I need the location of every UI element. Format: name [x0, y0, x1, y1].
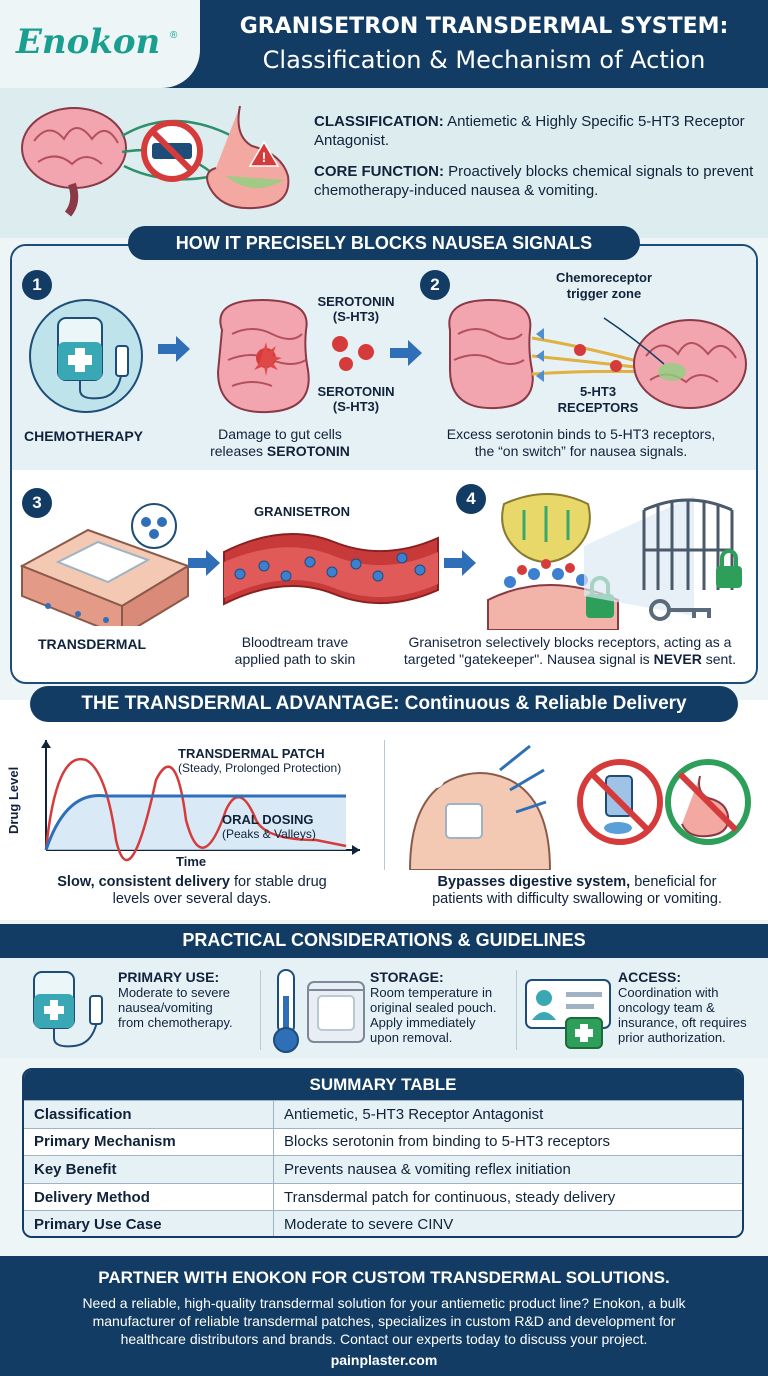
core-function-text: CORE FUNCTION: Proactively blocks chemic…: [314, 163, 754, 199]
serotonin-top-label: SEROTONIN(S-HT3): [317, 294, 395, 324]
arrow-icon: [158, 336, 190, 362]
pouch-icon: [307, 981, 365, 1043]
practical-section: [0, 958, 768, 1058]
transdermal-patch-line: [44, 793, 346, 851]
advantage-title: THE TRANSDERMAL ADVANTAGE: Continuous & …: [30, 686, 738, 722]
chart-y-label: Drug Level: [6, 766, 21, 834]
logo-panel: [0, 0, 200, 88]
page-subtitle: Classification & Mechanism of Action: [262, 46, 706, 74]
blood-vessel-icon: [223, 533, 439, 606]
practical-title: PRACTICAL CONSIDERATIONS & GUIDELINES: [182, 930, 586, 950]
classification-text: CLASSIFICATION: Antiemetic & Highly Spec…: [314, 113, 745, 149]
arrow-icon: [188, 550, 220, 576]
step-3-number: 3: [22, 488, 52, 518]
practical-divider: [516, 970, 517, 1050]
key-icon: [649, 599, 711, 621]
summary-table-title: SUMMARY TABLE: [24, 1070, 742, 1100]
block-sign-icon: [141, 120, 203, 182]
thermometer-icon: [273, 969, 299, 1053]
brand-logo: Enokon: [16, 22, 161, 62]
page-title: GRANISETRON TRANSDERMAL SYSTEM:: [239, 14, 729, 39]
serotonin-bottom-label: SEROTONIN(S-HT3): [317, 384, 395, 414]
granisetron-label: GRANISETRON: [254, 504, 351, 519]
mechanism-title: HOW IT PRECISELY BLOCKS NAUSEA SIGNALS: [128, 226, 640, 260]
storage-icons: [273, 969, 365, 1053]
id-card-icon: [525, 979, 611, 1029]
footer-text: Need a reliable, high-quality transderma…: [82, 1295, 686, 1347]
iv-bag-icon: [29, 299, 143, 413]
shoulder-patch-icon: [408, 744, 552, 870]
oral-dosing-line: [44, 757, 347, 862]
arrow-icon: [390, 340, 422, 366]
step-4-number: 4: [456, 484, 486, 514]
first-aid-icon: [565, 1017, 603, 1049]
step-4-caption: Granisetron selectively blocks receptors…: [403, 634, 737, 667]
serotonin-molecules: [332, 336, 374, 371]
mechanism-panel: [10, 244, 758, 684]
no-pills-icon: [577, 759, 663, 845]
practical-header: [0, 924, 768, 958]
step-2-caption: Excess serotonin binds to 5-HT3 receptor…: [446, 426, 716, 459]
brain-icon: [633, 319, 747, 409]
step-1-number: 1: [22, 270, 52, 300]
receptor-binding-illustration: [448, 298, 747, 410]
advantage-right-caption: Bypasses digestive system, beneficial fo…: [432, 874, 722, 907]
stomach-icon: !: [206, 105, 290, 210]
step-2-number: 2: [420, 270, 450, 300]
intestine-icon: [216, 298, 310, 414]
svg-text:!: !: [262, 149, 267, 165]
practical-divider: [260, 970, 261, 1050]
arrow-icon: [444, 550, 476, 576]
access-icons: [525, 979, 611, 1049]
footer-title: PARTNER WITH ENOKON FOR CUSTOM TRANSDERM…: [98, 1268, 670, 1287]
footer-url-link[interactable]: painplaster.com: [330, 1352, 438, 1368]
footer: PARTNER WITH ENOKON FOR CUSTOM TRANSDERM…: [0, 1256, 768, 1376]
chemotherapy-label: CHEMOTHERAPY: [24, 428, 144, 444]
drug-level-chart: [41, 740, 360, 862]
iv-bag-icon: [33, 971, 103, 1048]
brain-icon: [21, 107, 127, 217]
intestine-icon: [448, 298, 534, 410]
chart-x-label: Time: [176, 854, 207, 869]
receptor-block-illustration: [487, 493, 742, 630]
advantage-divider: [384, 740, 385, 870]
oral-legend-label: ORAL DOSING(Peaks & Valleys): [222, 812, 316, 841]
advantage-left-caption: Slow, consistent delivery for stable dru…: [57, 874, 327, 907]
logo-registered-mark: ®: [170, 30, 178, 41]
transdermal-label: TRANSDERMAL: [38, 636, 147, 652]
lock-icon: [716, 549, 742, 588]
brain-gut-illustration: !: [21, 105, 290, 217]
intro-section: [0, 88, 768, 238]
stomach-block-icon: [665, 759, 751, 845]
patch-legend-label: TRANSDERMAL PATCH(Steady, Prolonged Prot…: [178, 746, 342, 775]
skin-patch-icon: [19, 503, 191, 626]
advantage-icons: [408, 744, 751, 870]
